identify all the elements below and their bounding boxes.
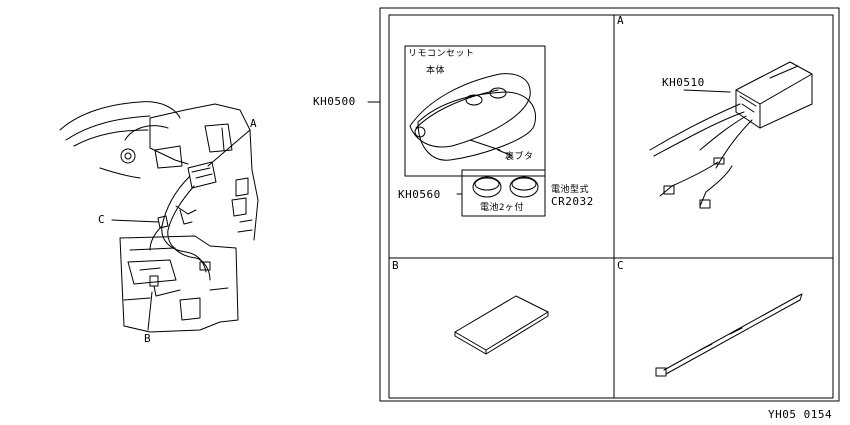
- drawing-id: YH05 0154: [768, 408, 833, 421]
- callout-a-leader: [207, 129, 251, 167]
- back-cover-label: 裏ブタ: [505, 152, 534, 162]
- battery-type-label: 電池型式: [551, 185, 590, 195]
- panel-c-label: C: [617, 259, 625, 272]
- control-module-illustration: [649, 61, 813, 209]
- battery-part-number: KH0560: [398, 188, 441, 201]
- remote-body-label: 本体: [426, 66, 446, 76]
- callout-c-leader: [111, 219, 159, 223]
- panel-a-part-number: KH0510: [662, 76, 705, 89]
- panel-b-label: B: [392, 259, 400, 272]
- callout-c-label: C: [98, 213, 106, 226]
- adhesive-pad-illustration: [454, 295, 549, 355]
- kit-outer-frame: [379, 7, 840, 402]
- battery-caption: 電池2ヶ付: [480, 203, 524, 213]
- callout-a-label: A: [250, 117, 258, 130]
- remote-set-title: リモコンセット: [408, 49, 475, 59]
- coin-battery-illustration: [472, 176, 539, 198]
- battery-type-value: CR2032: [551, 195, 594, 208]
- battery-box: [461, 169, 546, 217]
- remote-key-fob-illustration: [409, 73, 536, 161]
- cable-tie-illustration: [655, 293, 803, 377]
- panel-a-label: A: [617, 14, 625, 27]
- remote-set-box: [404, 45, 546, 177]
- kit-inner-frame: [388, 14, 834, 399]
- callout-b-leader: [147, 291, 153, 331]
- callout-b-label: B: [144, 332, 152, 345]
- dashboard-overview-illustration: [59, 101, 259, 333]
- kit-part-number: KH0500: [313, 95, 356, 108]
